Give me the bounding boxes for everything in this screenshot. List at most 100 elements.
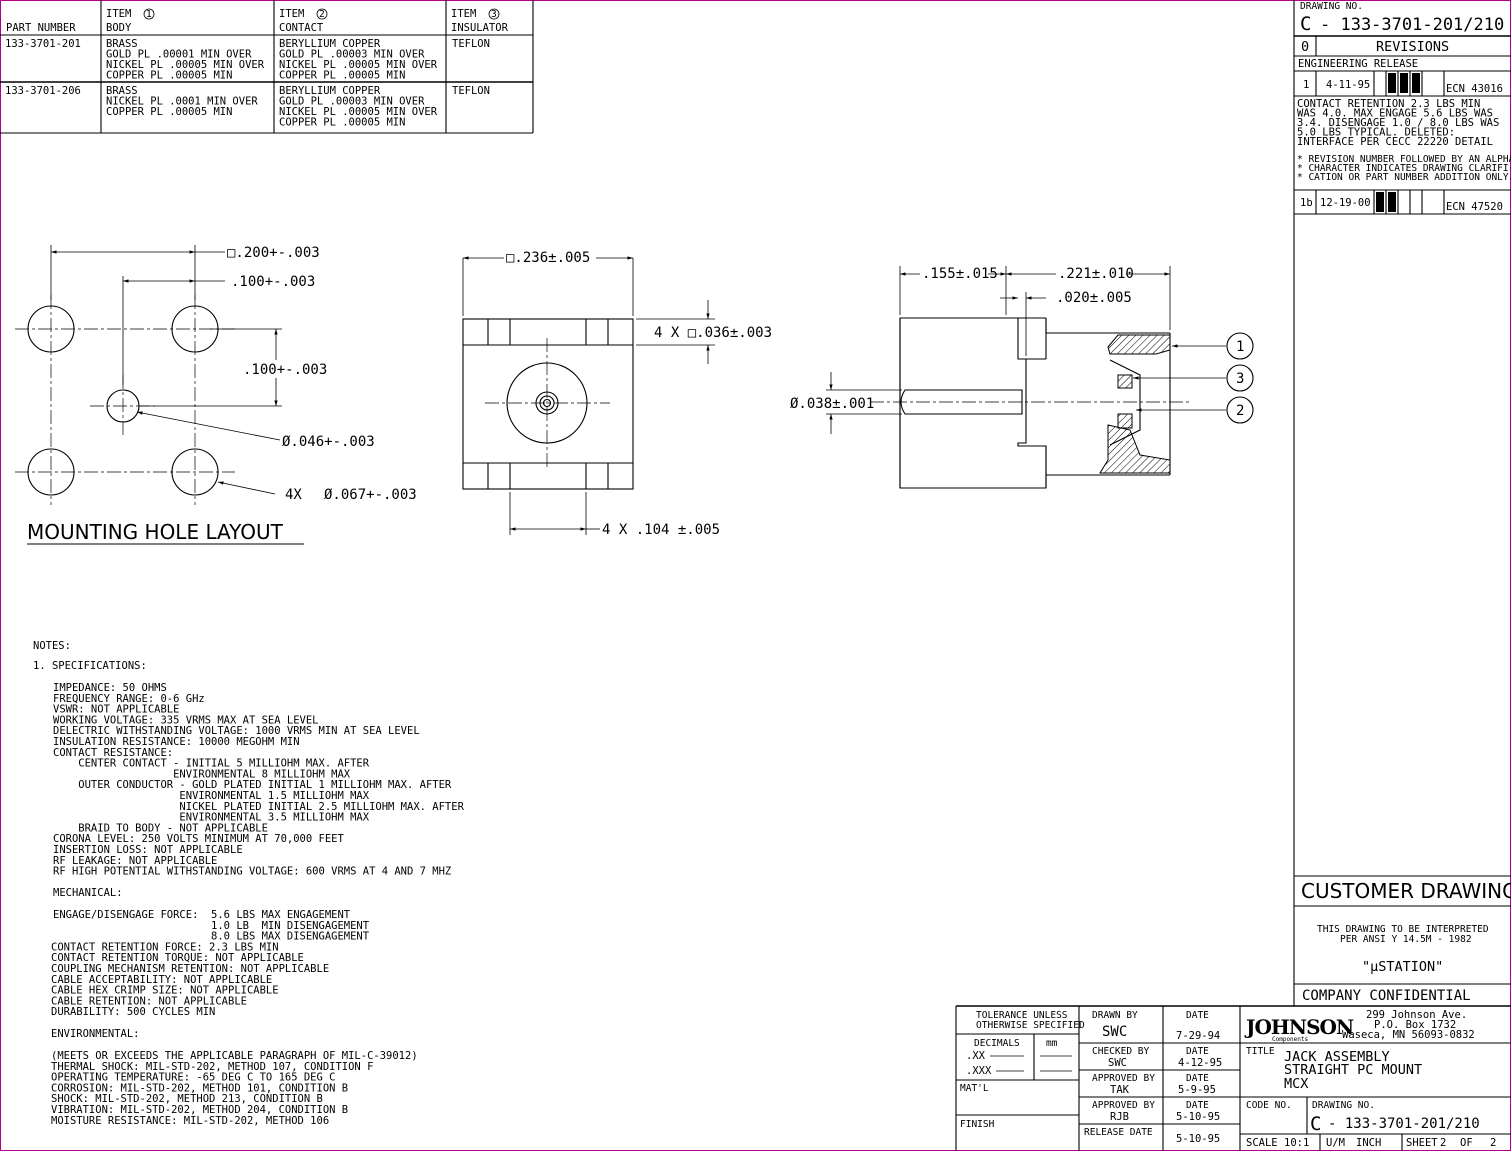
spec-line: INSERTION LOSS: NOT APPLICABLE (53, 844, 243, 856)
rev1-desc-line: 3.4. DISENGAGE 1.0 / 8.0 LBS WAS (1297, 117, 1499, 129)
spec-line: CENTER CONTACT - INITIAL 5 MILLIOHM MAX.… (53, 758, 370, 770)
notes-heading: NOTES: (33, 640, 71, 652)
xx-label: .XX (966, 1050, 986, 1062)
callout-3 (1226, 364, 1254, 392)
svg-text:2: 2 (1236, 403, 1244, 419)
spec-line: ENVIRONMENTAL 1.5 MILLIOHM MAX (53, 790, 370, 802)
side-view: .155±.015 .221±.010 .020±.005 Ø.038±.001… (790, 265, 1254, 489)
spec-line: BRAID TO BODY - NOT APPLICABLE (53, 822, 268, 834)
rev-drawing-no-label: DRAWING NO. (1300, 1, 1363, 12)
sheet-value: 2 (1440, 1137, 1446, 1149)
table-cell-contact: NICKEL PL .00005 MIN OVER (279, 59, 438, 71)
header-item2-num: 2 (319, 9, 325, 20)
decimals-label: DECIMALS (974, 1038, 1020, 1049)
dim-outer: □.200+-.003 (227, 245, 320, 261)
rev-note-line: * CHARACTER INDICATES DRAWING CLARIFI- * (1297, 163, 1511, 174)
header-part-number: PART NUMBER (6, 22, 76, 34)
front-body (462, 318, 634, 490)
mech-line: COUPLING MECHANISM RETENTION: NOT APPLIC… (51, 963, 329, 975)
table-cell-contact: NICKEL PL .00005 MIN OVER (279, 106, 438, 118)
table-cell-insulator: TEFLON (452, 85, 490, 97)
release-date-label: RELEASE DATE (1084, 1127, 1153, 1138)
rev2-ecn: ECN 47520 (1446, 201, 1503, 213)
rev2-date: 12-19-00 (1320, 197, 1371, 209)
dim-side-gap: .020±.005 (1056, 290, 1132, 306)
johnson-logo: JOHNSON Components (1244, 1015, 1355, 1043)
tolerance-line2: OTHERWISE SPECIFIED (976, 1020, 1085, 1031)
checked-date: 4-12-95 (1178, 1057, 1222, 1069)
spec-line: ENVIRONMENTAL 3.5 MILLIOHM MAX (53, 812, 370, 824)
header-item3-name: INSULATOR (451, 22, 509, 34)
mech-line: ENGAGE/DISENGAGE FORCE: 5.6 LBS MAX ENGA… (53, 909, 351, 921)
dim-side-right: .221±.010 (1058, 266, 1134, 282)
header-item1-num: 1 (146, 9, 152, 20)
center-hole (106, 389, 140, 423)
rev1-desc-line: WAS 4.0. MAX ENGAGE 5.6 LBS WAS (1297, 108, 1493, 120)
env-line: (MEETS OR EXCEEDS THE APPLICABLE PARAGRA… (51, 1050, 418, 1062)
svg-text:Components: Components (1272, 1036, 1309, 1043)
spec-line: INSULATION RESISTANCE: 10000 MEGOHM MIN (53, 736, 300, 748)
callout-2 (1226, 396, 1254, 424)
approved-2: RJB (1110, 1111, 1129, 1123)
release-date: 5-10-95 (1176, 1133, 1220, 1145)
corner-hole-tl (27, 305, 75, 353)
table-cell-contact: COPPER PL .00005 MIN (279, 70, 405, 82)
header-item2-name: CONTACT (279, 22, 324, 34)
date-label-4: DATE (1186, 1100, 1209, 1111)
bottom-drawing-no-label: DRAWING NO. (1312, 1100, 1375, 1111)
notes-env-title: ENVIRONMENTAL: (51, 1028, 140, 1040)
table-cell-contact: COPPER PL .00005 MIN (279, 117, 405, 129)
drawn-by-label: DRAWN BY (1092, 1010, 1138, 1021)
dim-vertical: .100+-.003 (243, 362, 327, 378)
svg-text:JOHNSON: JOHNSON (1244, 1015, 1354, 1039)
title-line2: STRAIGHT PC MOUNT (1284, 1062, 1422, 1078)
approved-1-date: 5-9-95 (1178, 1084, 1216, 1096)
table-cell-contact: GOLD PL .00003 MIN OVER (279, 96, 425, 108)
mounting-title: MOUNTING HOLE LAYOUT (27, 520, 284, 544)
table-cell-body: COPPER PL .00005 MIN (106, 70, 232, 82)
rev1-desc-line: INTERFACE PER CECC 22220 DETAIL (1297, 136, 1493, 148)
approved-label-1: APPROVED BY (1092, 1073, 1155, 1084)
table-cell-body: NICKEL PL .00005 MIN OVER (106, 59, 265, 71)
rev-note-line: * CATION OR PART NUMBER ADDITION ONLY. * (1297, 172, 1511, 183)
dim-side-left: .155±.015 (922, 266, 998, 282)
env-line: MOISTURE RESISTANCE: MIL-STD-202, METHOD… (51, 1115, 329, 1127)
table-cell-body: BRASS (106, 38, 138, 50)
mech-line: CABLE HEX CRIMP SIZE: NOT APPLICABLE (51, 985, 279, 997)
notes-mech-title: MECHANICAL: (53, 887, 123, 899)
company-confidential: COMPANY CONFIDENTIAL (1302, 988, 1471, 1004)
spec-line: CONTACT RESISTANCE: (53, 747, 173, 759)
front-view: □.236±.005 4 X □.036±.003 4 X .104 ±.005 (462, 249, 772, 538)
dim-front-width: □.236±.005 (506, 250, 590, 266)
of-label: OF (1460, 1137, 1473, 1149)
rev1-desc-line: 5.0 LBS TYPICAL. DELETED: (1297, 127, 1455, 139)
mech-line: 8.0 LBS MAX DISENGAGEMENT (53, 931, 370, 943)
dim-corner-holes: Ø.067+-.003 (324, 487, 417, 503)
title-line3: MCX (1284, 1076, 1308, 1092)
callout-1 (1226, 332, 1254, 360)
header-item1-name: BODY (106, 22, 132, 34)
dim-front-legs-size: 4 X □.036±.003 (654, 325, 772, 341)
rev-drawing-no: - 133-3701-201/210 (1320, 15, 1504, 35)
code-no-label: CODE NO. (1246, 1100, 1292, 1111)
header-item2-label: ITEM (279, 8, 304, 20)
address-line2: P.O. Box 1732 (1374, 1019, 1456, 1031)
drawn-by: SWC (1102, 1024, 1127, 1040)
header-item3-num: 3 (491, 9, 497, 20)
checked-by: SWC (1108, 1057, 1127, 1069)
spec-line: DELECTRIC WITHSTANDING VOLTAGE: 1000 VRM… (53, 725, 420, 737)
spec-line: VSWR: NOT APPLICABLE (53, 704, 179, 716)
mounting-hole-layout: □.200+-.003 .100+-.003 .100+-.003 Ø.046+… (15, 245, 417, 545)
of-value: 2 (1490, 1137, 1496, 1149)
table-cell-contact: BERYLLIUM COPPER (279, 85, 381, 97)
matl-label: MAT'L (960, 1083, 989, 1094)
dim-corner-holes-qty: 4X (285, 487, 302, 503)
rev2-num: 1b (1300, 197, 1313, 209)
svg-text:1: 1 (1236, 339, 1244, 355)
date-label-1: DATE (1186, 1010, 1209, 1021)
spec-line: OUTER CONDUCTOR - GOLD PLATED INITIAL 1 … (53, 779, 452, 791)
station-label: "µSTATION" (1362, 959, 1443, 975)
customer-drawing-title: CUSTOMER DRAWING (1301, 879, 1511, 903)
table-row-part-number: 133-3701-201 (5, 38, 81, 50)
